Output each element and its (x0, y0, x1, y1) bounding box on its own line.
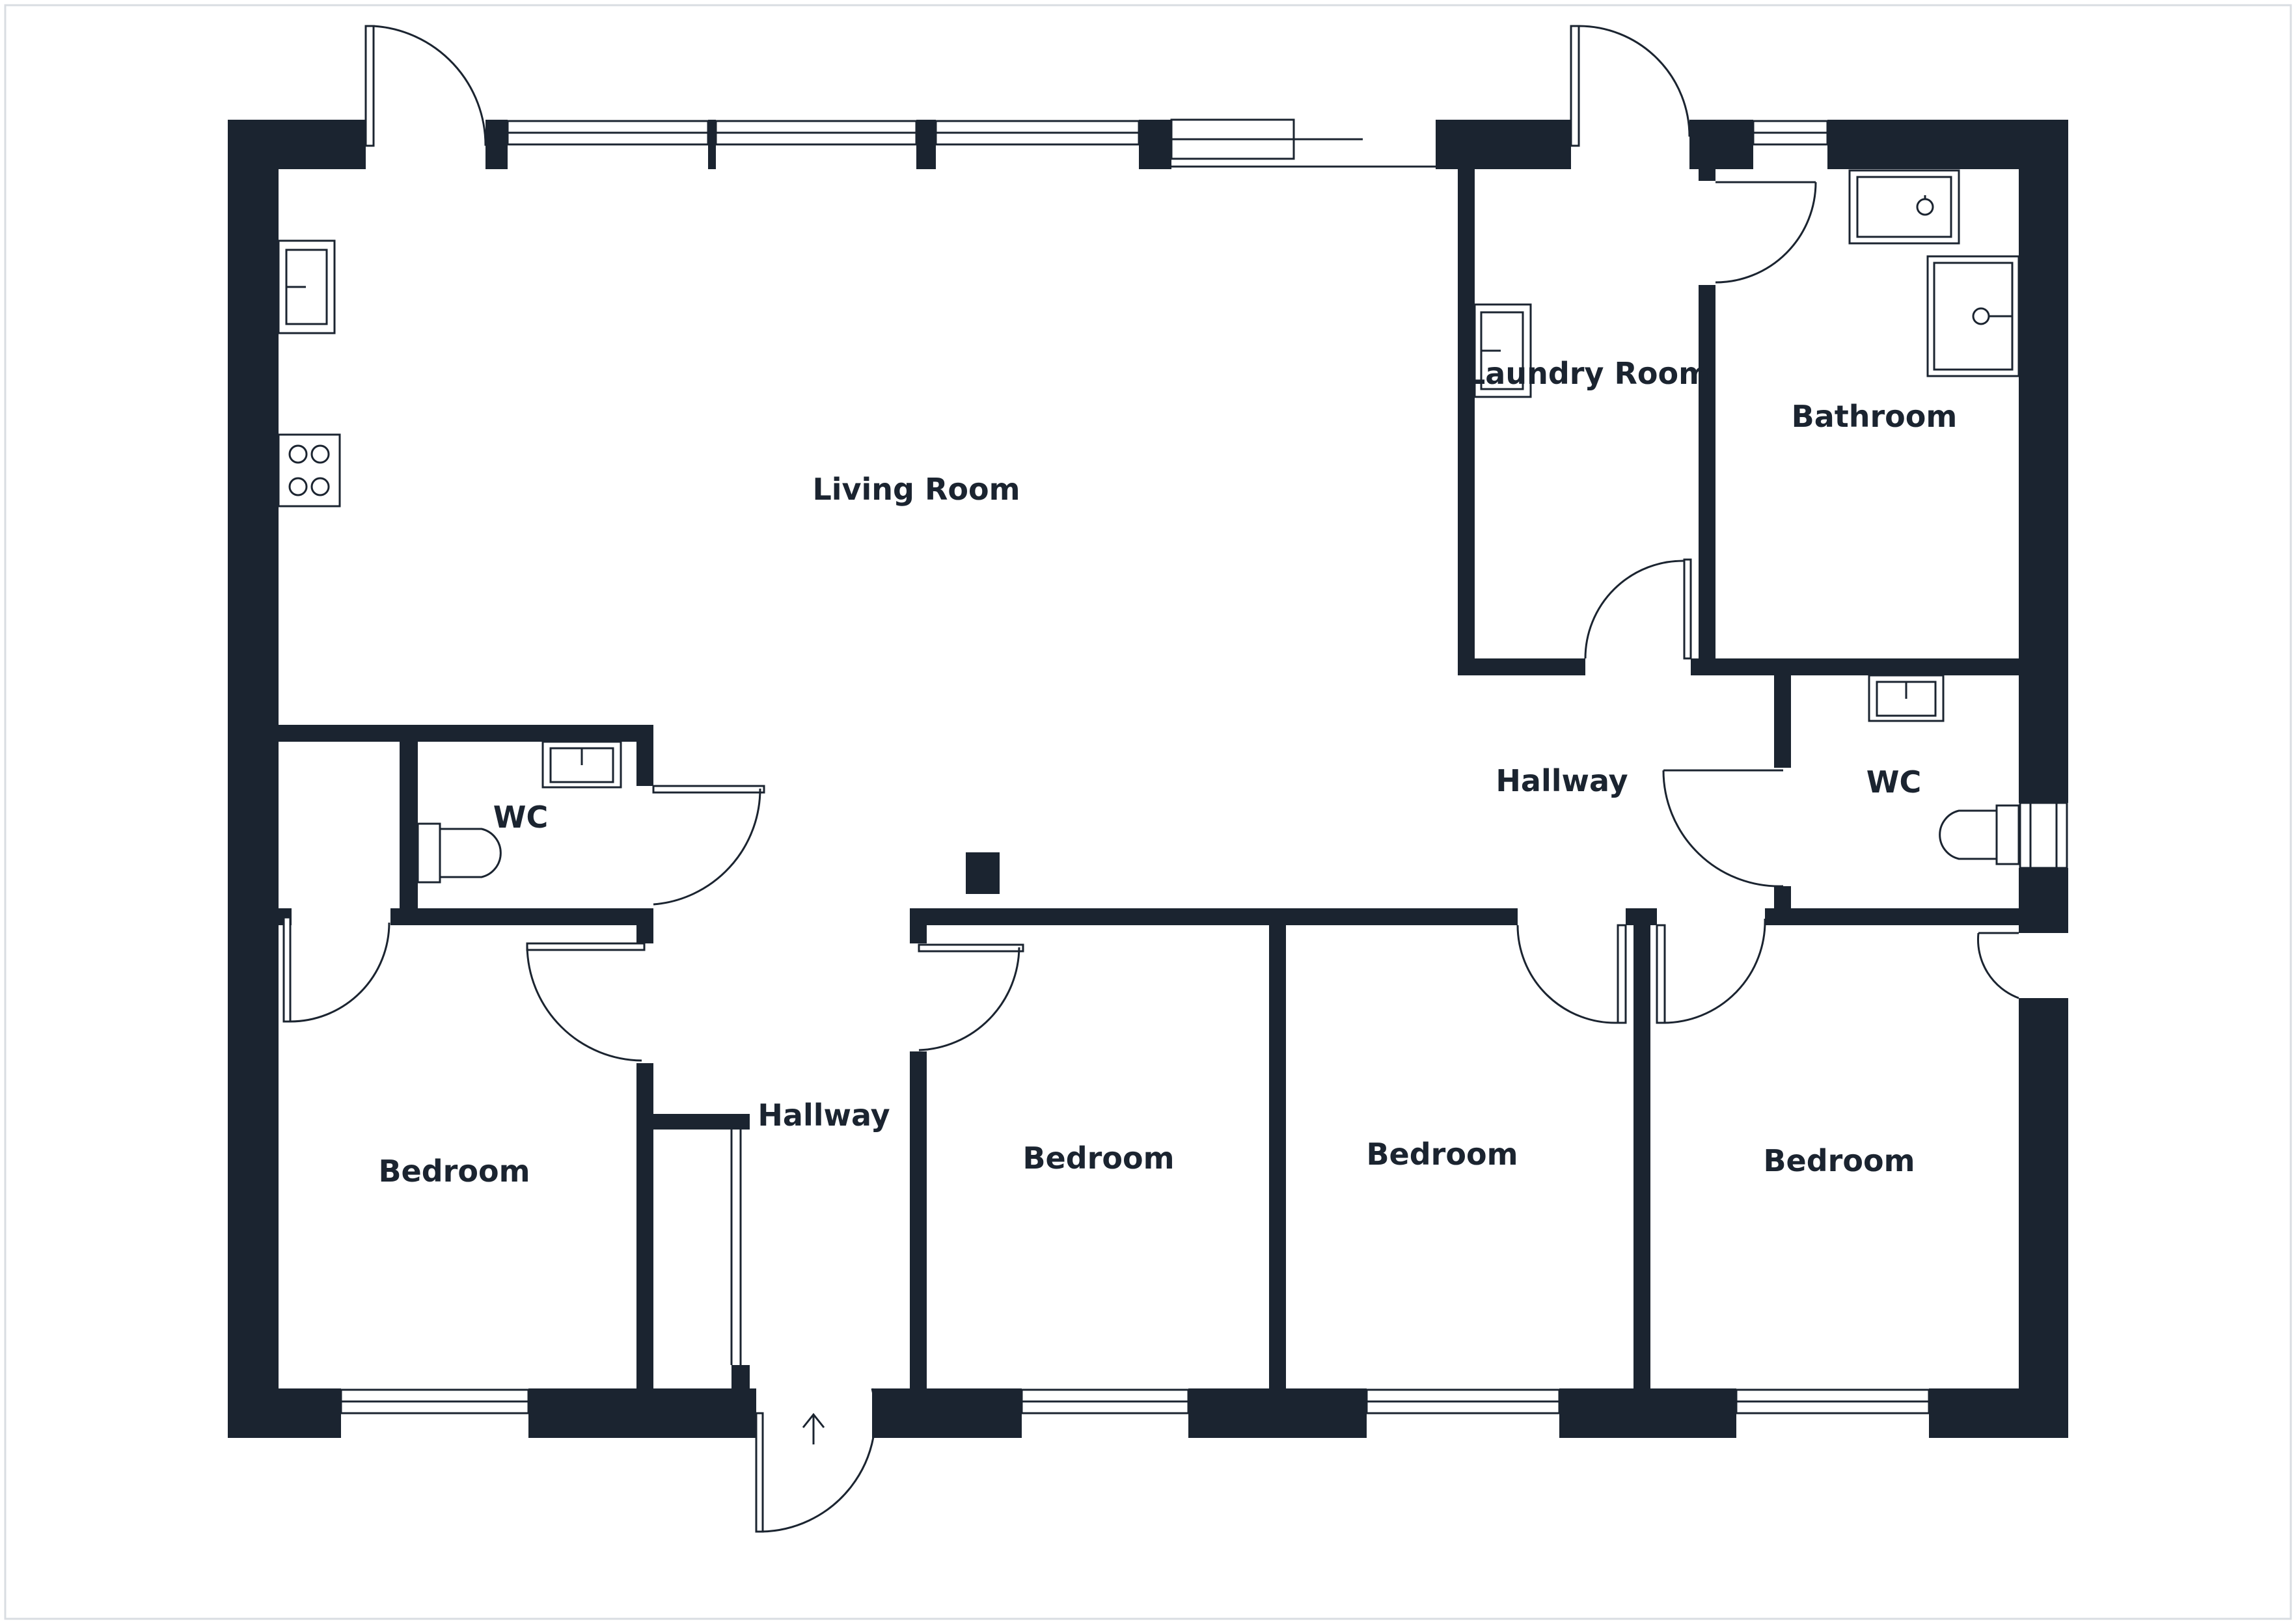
windows (340, 118, 2068, 1414)
wall-right-lower (2019, 998, 2068, 1438)
wall-wc-right-bottom (1765, 908, 2019, 925)
wall-bottom-f (1929, 1388, 2068, 1438)
doors (282, 25, 2019, 1533)
wall-laundry-bottom-a (1458, 658, 1585, 675)
wall-bottom-a (228, 1388, 341, 1438)
wall-top-piece-4 (1139, 120, 1171, 169)
wall-corridor-right-part (1626, 908, 1657, 925)
arrow-up-icon (802, 1413, 825, 1444)
toilet-icon (1939, 804, 2020, 865)
wall-top-piece-3 (916, 120, 936, 169)
wall-bottom-e (1559, 1388, 1736, 1438)
hob-icon (277, 433, 341, 508)
wall-left-wc-right (636, 725, 653, 786)
wall-closet-top (653, 1114, 750, 1130)
window-right-wc (2019, 802, 2068, 869)
wall-corridor-top (910, 908, 1518, 925)
page-border (4, 4, 2292, 1620)
label-hallway-lower: Hallway (758, 1098, 890, 1133)
label-laundry-room: Laundry Room (1466, 356, 1710, 391)
label-wc-right: WC (1866, 765, 1922, 800)
wall-bottom-d (1188, 1388, 1367, 1438)
label-hallway-upper: Hallway (1496, 763, 1628, 798)
column (966, 852, 1000, 894)
wall-corridor-right-end (1765, 908, 1784, 925)
wall-left-wc-bottom (390, 908, 653, 925)
sink-icon (1868, 674, 1945, 722)
wall-wc-right-left-upper (1774, 675, 1791, 768)
label-bathroom: Bathroom (1792, 399, 1958, 434)
wall-right-mid (2019, 868, 2068, 933)
wall-bedroom2-3-divider (1269, 925, 1286, 1388)
wall-laundry-bottom-b (1691, 658, 2019, 675)
wall-left (228, 120, 279, 1438)
toilet-icon (417, 822, 502, 884)
wall-bedroom2-left (910, 1051, 927, 1388)
fixtures (277, 169, 2020, 884)
wall-top-right-a (1689, 120, 1753, 169)
wall-bedroom1-right (636, 1063, 653, 1388)
label-wc-left: WC (493, 800, 549, 835)
wall-laundry-left (1458, 169, 1475, 675)
shower-icon (1926, 255, 2020, 377)
wall-corridor-left-stub (910, 908, 927, 943)
outer-walls (228, 120, 2068, 1438)
sink-icon (1473, 303, 1532, 398)
wall-left-wc-bottom-stub (636, 908, 653, 943)
wall-closet-bottom-post (731, 1365, 750, 1388)
wall-top-piece-2 (708, 120, 716, 169)
bathtub-icon (1848, 169, 1960, 245)
wall-top-piece-1 (485, 120, 508, 169)
wall-right-upper (2019, 120, 2068, 803)
label-bedroom-4: Bedroom (1763, 1143, 1915, 1178)
interior-walls (279, 169, 2019, 1388)
wall-left-wc-top (279, 725, 653, 742)
wall-closet-divider (400, 742, 418, 921)
room-labels: Living Room Laundry Room Bathroom WC WC … (378, 356, 1957, 1189)
wall-laundry-bath-divider (1699, 285, 1715, 658)
label-bedroom-2: Bedroom (1022, 1141, 1174, 1176)
wall-bottom-c (872, 1388, 1022, 1438)
sink-icon (277, 239, 336, 334)
label-living-room: Living Room (812, 472, 1020, 507)
label-bedroom-3: Bedroom (1366, 1137, 1518, 1172)
wall-top-mid (1436, 120, 1571, 169)
wall-bath-stub (1699, 169, 1715, 181)
wall-bedroom3-4-divider (1633, 925, 1650, 1388)
sink-icon (541, 740, 622, 789)
label-bedroom-1: Bedroom (378, 1154, 530, 1189)
wall-bottom-b (528, 1388, 756, 1438)
